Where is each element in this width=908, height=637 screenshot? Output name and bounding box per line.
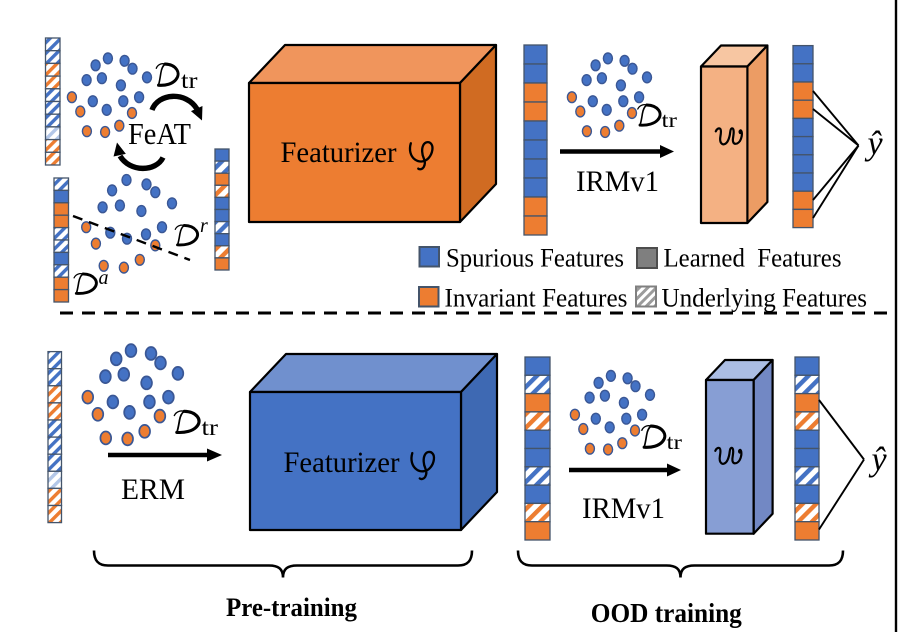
- svg-text:Learned Features: Learned Features: [664, 244, 842, 273]
- svg-text:IRMv1: IRMv1: [582, 492, 665, 525]
- svg-text:Pre-training: Pre-training: [226, 593, 357, 622]
- svg-text:IRMv1: IRMv1: [576, 165, 659, 198]
- svg-text:tr: tr: [667, 430, 683, 454]
- svg-text:Underlying Features: Underlying Features: [662, 283, 868, 312]
- svg-text:tr: tr: [662, 108, 678, 132]
- svg-text:FeAT: FeAT: [128, 116, 191, 151]
- svg-text:ŷ: ŷ: [865, 126, 884, 163]
- svg-text:ERM: ERM: [121, 473, 185, 506]
- svg-text:ŷ: ŷ: [869, 442, 888, 479]
- svg-text:a: a: [99, 267, 109, 289]
- svg-text:r: r: [200, 215, 208, 237]
- svg-text:Featurizer: Featurizer: [284, 446, 400, 479]
- svg-text:tr: tr: [202, 415, 219, 440]
- svg-text:Invariant Features: Invariant Features: [445, 283, 628, 312]
- svg-text:tr: tr: [181, 68, 198, 93]
- svg-text:Spurious Features: Spurious Features: [446, 244, 624, 273]
- svg-text:Featurizer: Featurizer: [281, 136, 397, 169]
- svg-text:OOD training: OOD training: [591, 598, 742, 628]
